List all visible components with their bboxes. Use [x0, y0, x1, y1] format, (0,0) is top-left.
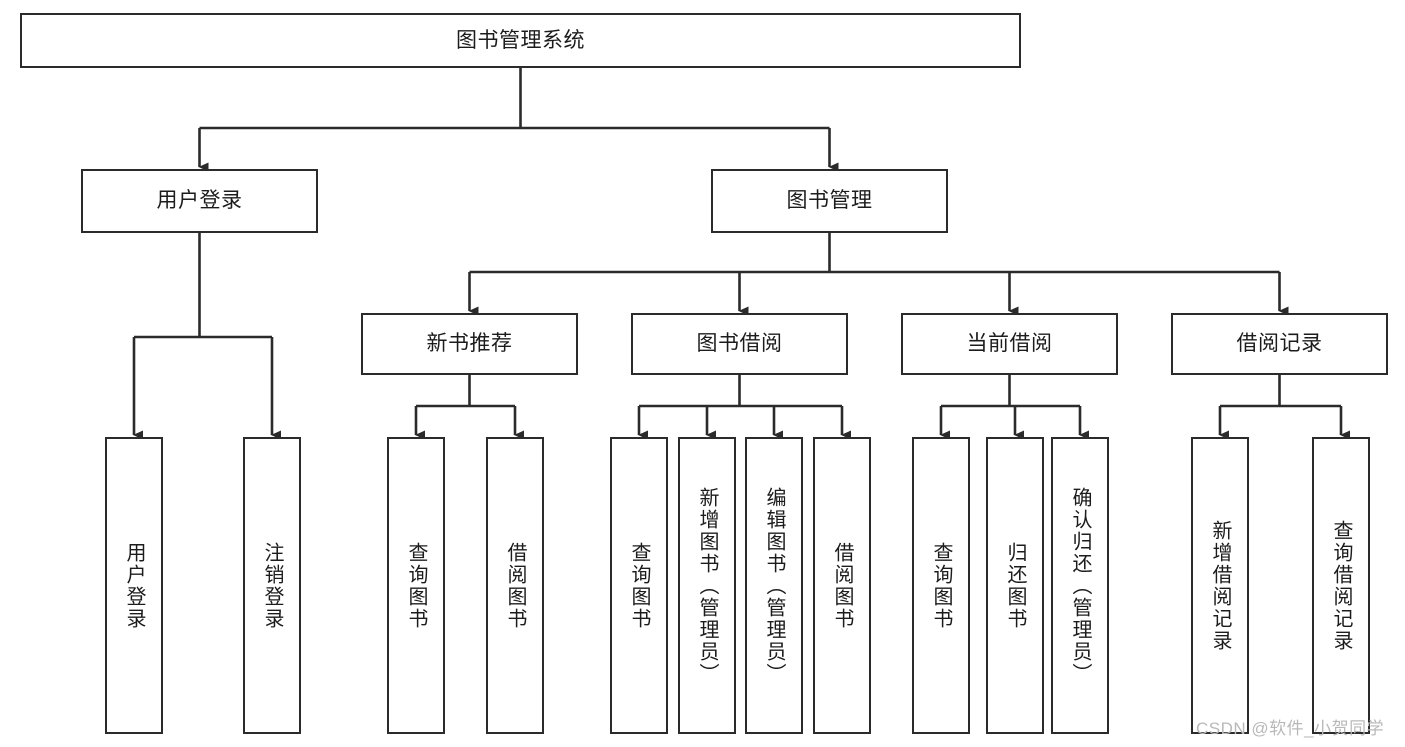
- node-level3-n2-e5bd93e5898de5809f[interactable]: 当前借阅: [901, 313, 1118, 375]
- node-label: 用户登录: [156, 189, 243, 213]
- node-label: 注销登录: [261, 541, 283, 630]
- node-label: 当前借阅: [966, 332, 1053, 356]
- node-label: 查询图书: [930, 541, 952, 630]
- node-label: 编辑图书（管理员）: [763, 486, 785, 685]
- node-label: 新增图书（管理员）: [696, 486, 718, 685]
- node-leaf-n11-e696b0e5a29ee5809f[interactable]: 新增借阅记录: [1191, 437, 1249, 734]
- node-root-book-management-system[interactable]: 图书管理系统: [20, 13, 1021, 68]
- node-label: 借阅记录: [1236, 332, 1323, 356]
- node-leaf-n6-e7bc96e8be91e59bbe[interactable]: 编辑图书（管理员）: [745, 437, 803, 734]
- node-label: 借阅图书: [504, 541, 526, 630]
- node-level3-n3-e5809fe99885e8aeb0[interactable]: 借阅记录: [1171, 313, 1388, 375]
- node-level2-n0-e794a8e688b7e799bb[interactable]: 用户登录: [81, 169, 318, 233]
- node-label: 查询图书: [628, 541, 650, 630]
- node-label: 图书管理系统: [456, 28, 585, 52]
- node-label: 查询图书: [405, 541, 427, 630]
- node-leaf-n4-e69fa5e8afa2e59bbe[interactable]: 查询图书: [610, 437, 668, 734]
- node-leaf-n5-e696b0e5a29ee59bbe[interactable]: 新增图书（管理员）: [678, 437, 736, 734]
- node-label: 新增借阅记录: [1209, 519, 1231, 652]
- node-leaf-n3-e5809fe99885e59bbe[interactable]: 借阅图书: [486, 437, 544, 734]
- node-leaf-n1-e6b3a8e99480e799bb[interactable]: 注销登录: [243, 437, 301, 734]
- connector-group: [132, 68, 1350, 440]
- node-leaf-n10-e7a1aee8aea4e5bd92[interactable]: 确认归还（管理员）: [1051, 437, 1109, 734]
- node-label: 查询借阅记录: [1330, 519, 1352, 652]
- node-level3-n0-e696b0e4b9a6e68ea8[interactable]: 新书推荐: [361, 313, 578, 375]
- node-leaf-n12-e69fa5e8afa2e5809f[interactable]: 查询借阅记录: [1312, 437, 1370, 734]
- node-level3-n1-e59bbee4b9a6e5809f[interactable]: 图书借阅: [631, 313, 848, 375]
- node-label: 新书推荐: [426, 332, 513, 356]
- node-leaf-n9-e5bd92e8bf98e59bbe[interactable]: 归还图书: [986, 437, 1044, 734]
- node-level2-n1-e59bbee4b9a6e7aea1[interactable]: 图书管理: [711, 169, 948, 233]
- node-label: 图书管理: [786, 189, 873, 213]
- node-leaf-n0-e794a8e688b7e799bb[interactable]: 用户登录: [105, 437, 163, 734]
- node-label: 归还图书: [1004, 541, 1026, 630]
- node-label: 图书借阅: [696, 332, 783, 356]
- node-label: 确认归还（管理员）: [1069, 486, 1091, 685]
- node-label: 借阅图书: [831, 541, 853, 630]
- node-leaf-n8-e69fa5e8afa2e59bbe[interactable]: 查询图书: [912, 437, 970, 734]
- node-label: 用户登录: [123, 541, 145, 630]
- node-leaf-n2-e69fa5e8afa2e59bbe[interactable]: 查询图书: [387, 437, 445, 734]
- node-leaf-n7-e5809fe99885e59bbe[interactable]: 借阅图书: [813, 437, 871, 734]
